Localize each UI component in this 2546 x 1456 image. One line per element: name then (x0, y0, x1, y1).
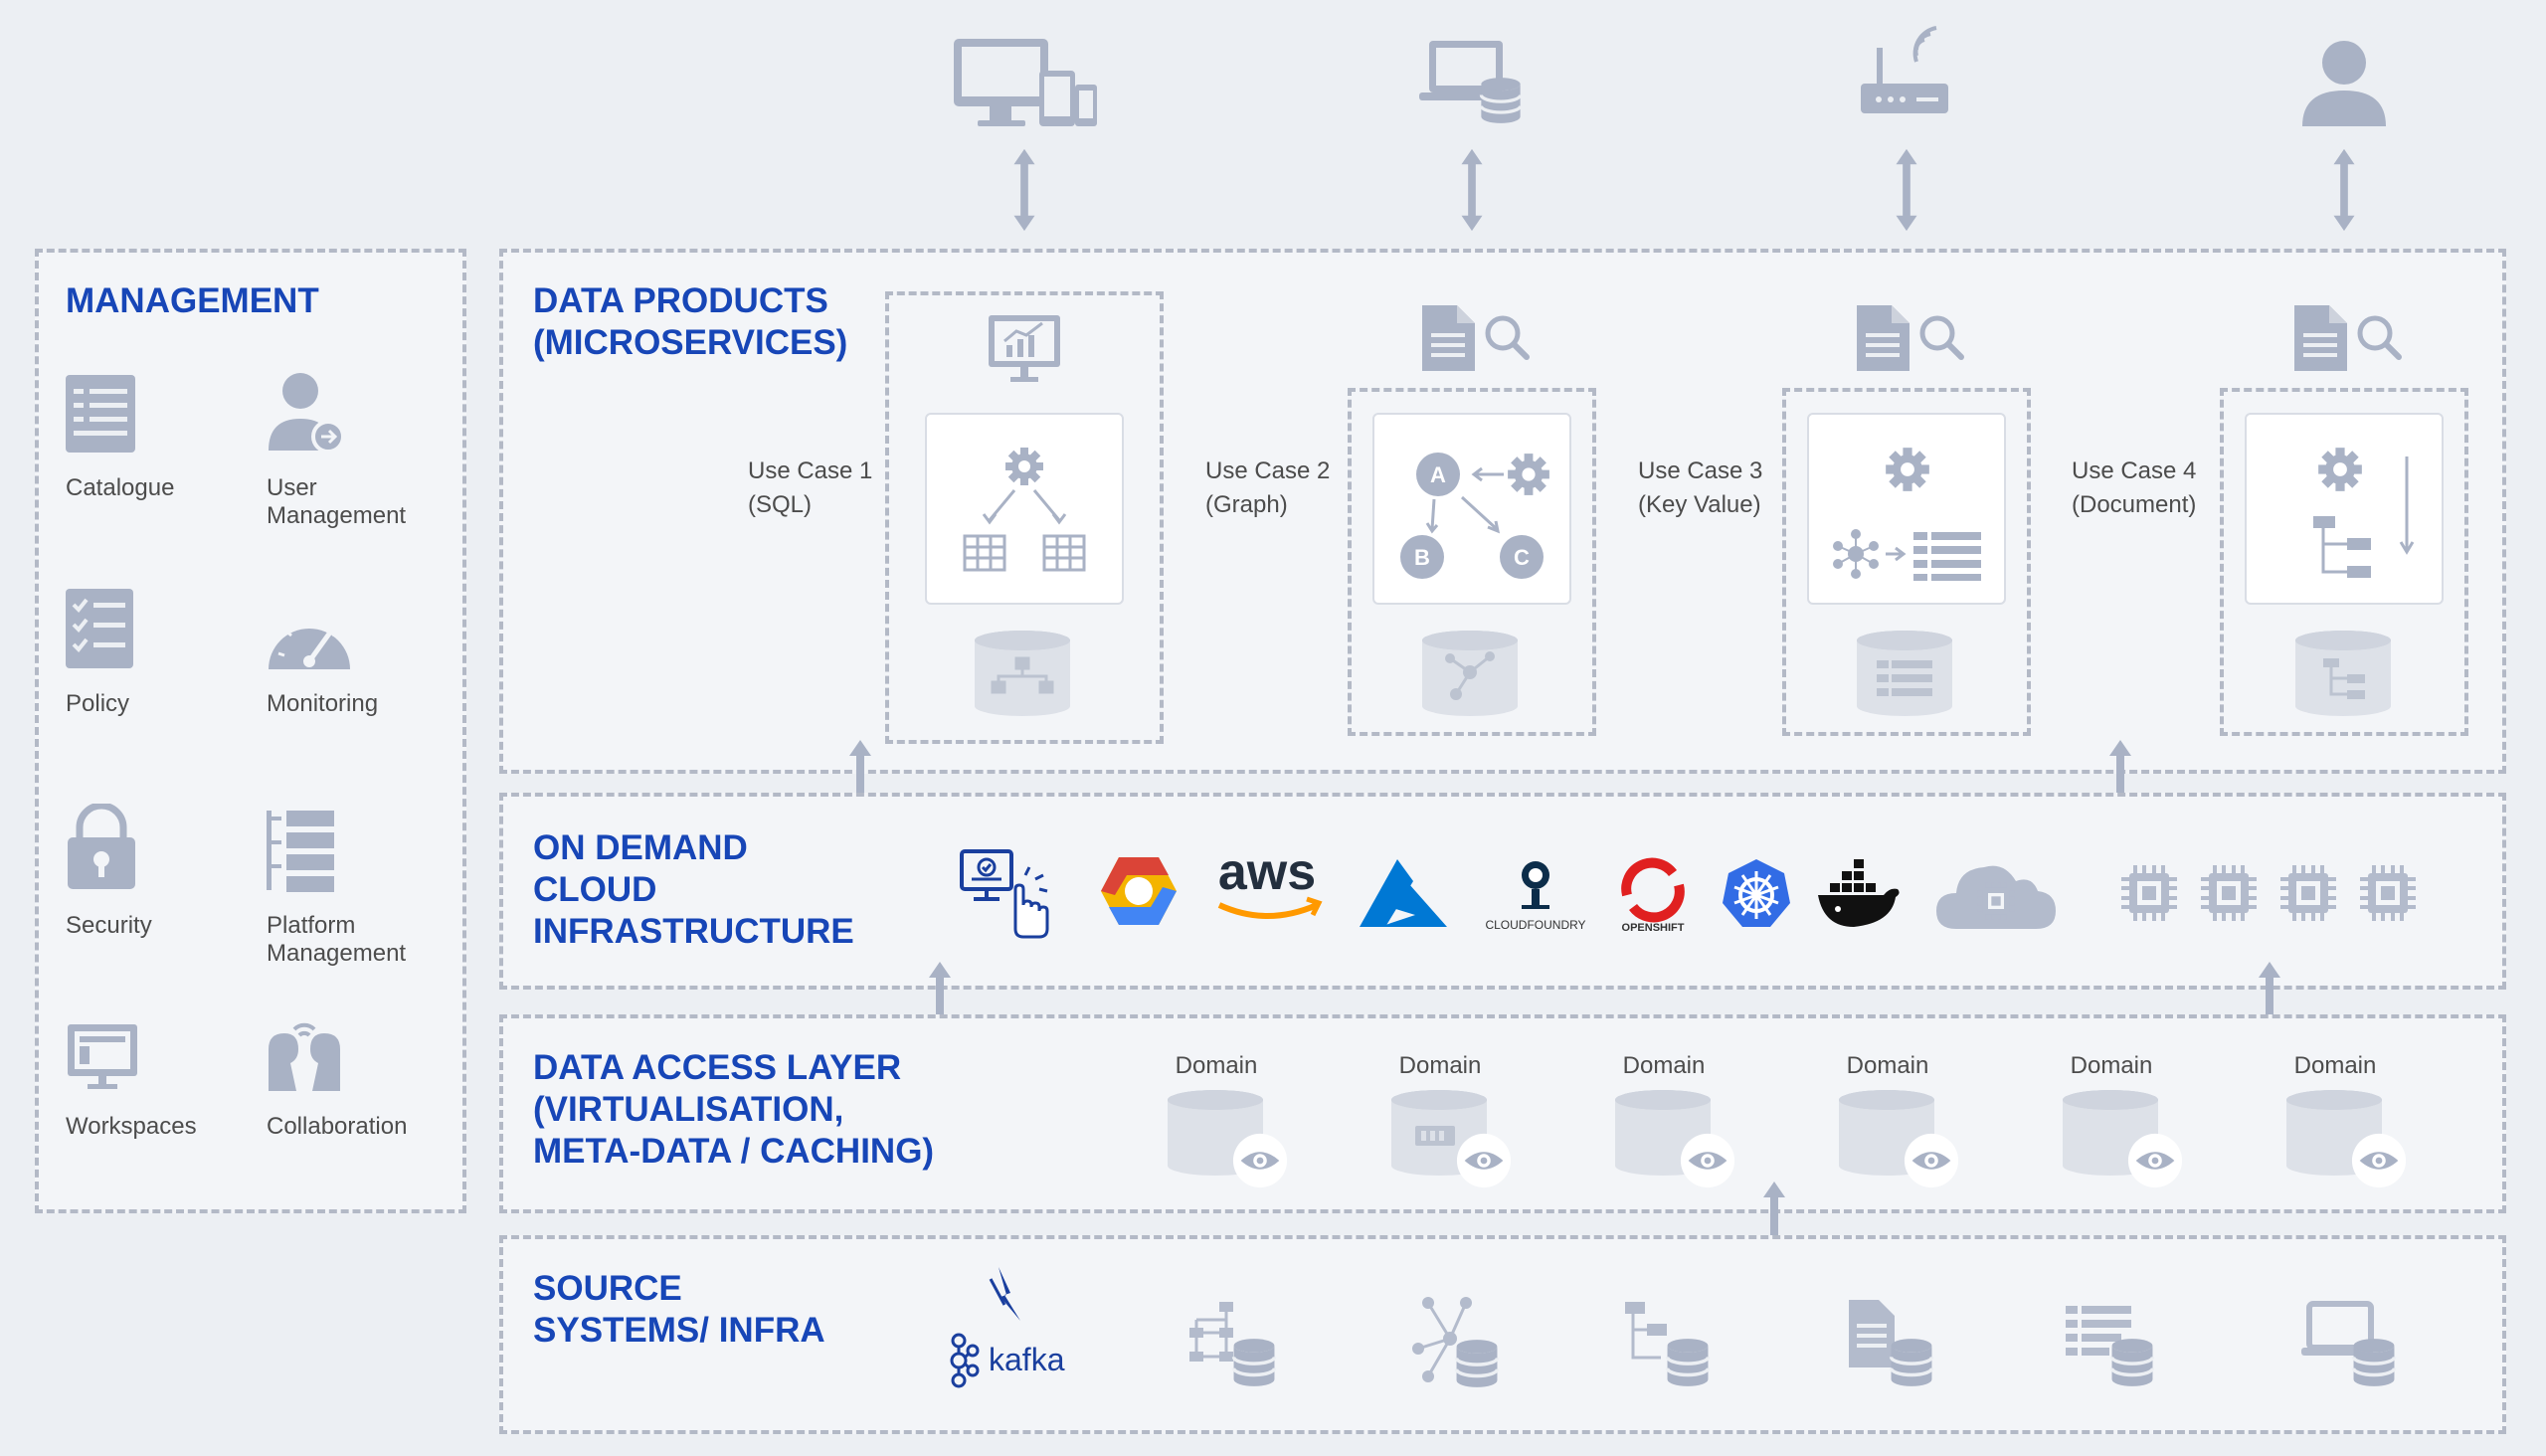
document-search-icon (1417, 303, 1537, 373)
bidirectional-arrow (1457, 147, 1487, 233)
analytics-monitor-icon (987, 313, 1062, 385)
chip-icon (2278, 863, 2338, 923)
management-item-catalogue[interactable]: Catalogue (66, 474, 175, 501)
domain-database-icon (1166, 1088, 1295, 1193)
monitoring-icon (267, 604, 352, 671)
use-case-3-label: Use Case 3 (Key Value) (1638, 457, 1763, 518)
data-access-layer-panel (499, 1014, 2506, 1213)
domain-label: Domain (1846, 1052, 1929, 1079)
kubernetes-logo (1721, 857, 1792, 929)
cloud-chip-icon (1934, 857, 2058, 931)
use-case-2-container (1348, 388, 1596, 736)
aws-logo: aws (1211, 843, 1331, 931)
svg-text:B: B (1414, 545, 1430, 570)
svg-text:C: C (1514, 545, 1530, 570)
domain-database-icon (1837, 1088, 1966, 1193)
chip-icon (2358, 863, 2418, 923)
openshift-logo: OPENSHIFT (1613, 855, 1693, 933)
domain-label: Domain (1622, 1052, 1706, 1079)
google-cloud-logo (1099, 853, 1179, 929)
collaboration-icon (267, 1019, 342, 1095)
chip-icon (2199, 863, 2259, 923)
use-case-4-container (2220, 388, 2468, 736)
laptop-database-icon (2299, 1298, 2403, 1389)
workspaces-icon (66, 1022, 139, 1092)
key-value-database-icon (1855, 629, 1958, 722)
bidirectional-arrow (1009, 147, 1039, 233)
sql-tables-icon (960, 443, 1089, 582)
user-management-icon (267, 371, 346, 456)
bidirectional-arrow (1892, 147, 1921, 233)
management-item-policy[interactable]: Policy (66, 690, 130, 717)
self-service-icon (960, 847, 1059, 939)
laptop-database-icon (1417, 35, 1537, 134)
domain-label: Domain (2293, 1052, 2377, 1079)
tree-database-icon (1185, 1298, 1285, 1389)
cloudfoundry-logo: CLOUDFOUNDRY (1476, 855, 1595, 933)
graph-nodes-icon: A B C (1392, 438, 1561, 587)
domain-label: Domain (1175, 1052, 1258, 1079)
document-tree-icon (2307, 443, 2427, 582)
document-search-icon (1852, 303, 1971, 373)
openshift-text: OPENSHIFT (1622, 922, 1685, 933)
list-database-icon (2064, 1298, 2163, 1389)
management-item-platform-management[interactable]: Platform Management (267, 912, 407, 967)
cloud-infrastructure-title: ON DEMAND CLOUD INFRASTRUCTURE (533, 828, 854, 951)
router-icon (1855, 22, 1954, 121)
data-access-layer-title: DATA ACCESS LAYER (VIRTUALISATION, META-… (533, 1048, 935, 1171)
aws-logo-text: aws (1218, 843, 1316, 901)
sql-database-icon (973, 629, 1076, 722)
management-item-security[interactable]: Security (66, 912, 152, 939)
key-value-icon (1830, 443, 1989, 582)
policy-icon (66, 589, 137, 670)
hierarchy-database-icon (1621, 1298, 1721, 1389)
graph-database-icon (1420, 629, 1524, 722)
use-case-4-label: Use Case 4 (Document) (2072, 457, 2197, 518)
use-case-1-label: Use Case 1 (SQL) (748, 457, 873, 518)
key-value-microservice-card (1807, 413, 2006, 605)
security-lock-icon (66, 804, 137, 891)
management-title: MANAGEMENT (66, 281, 319, 320)
kafka-text: kafka (989, 1342, 1065, 1377)
domain-database-icon (1389, 1088, 1519, 1193)
use-case-2-label: Use Case 2 (Graph) (1205, 457, 1331, 518)
user-icon (2297, 35, 2392, 134)
domain-label: Domain (2070, 1052, 2153, 1079)
sql-microservice-card (925, 413, 1124, 605)
svg-text:A: A (1430, 462, 1446, 487)
docker-logo (1816, 857, 1906, 931)
domain-database-icon (2061, 1088, 2190, 1193)
management-item-workspaces[interactable]: Workspaces (66, 1113, 197, 1140)
management-item-user-management[interactable]: User Management (267, 474, 407, 529)
document-database-icon (2293, 629, 2397, 722)
management-item-collaboration[interactable]: Collaboration (267, 1113, 408, 1140)
domain-database-icon (1613, 1088, 1742, 1193)
data-products-title: DATA PRODUCTS (MICROSERVICES) (533, 281, 848, 362)
platform-management-icon (267, 811, 336, 892)
use-case-3-container (1782, 388, 2031, 736)
use-case-1-container (885, 291, 1164, 744)
document-database-icon (1845, 1298, 1944, 1389)
bidirectional-arrow (2329, 147, 2359, 233)
graph-microservice-card (1372, 413, 1571, 605)
source-systems-panel (499, 1235, 2506, 1434)
azure-logo (1358, 857, 1449, 929)
document-search-icon (2289, 303, 2409, 373)
catalogue-icon (66, 375, 137, 455)
cloud-infrastructure-panel (499, 793, 2506, 990)
source-systems-title: SOURCE SYSTEMS/ INFRA (533, 1269, 825, 1350)
domain-label: Domain (1398, 1052, 1482, 1079)
domain-database-icon (2284, 1088, 2414, 1193)
cloudfoundry-text: CLOUDFOUNDRY (1485, 918, 1585, 932)
desktop-devices-icon (950, 35, 1109, 134)
chip-icon (2119, 863, 2179, 923)
kafka-logo: kafka (947, 1265, 1076, 1394)
management-item-monitoring[interactable]: Monitoring (267, 690, 379, 717)
graph-database-icon (1410, 1295, 1510, 1390)
